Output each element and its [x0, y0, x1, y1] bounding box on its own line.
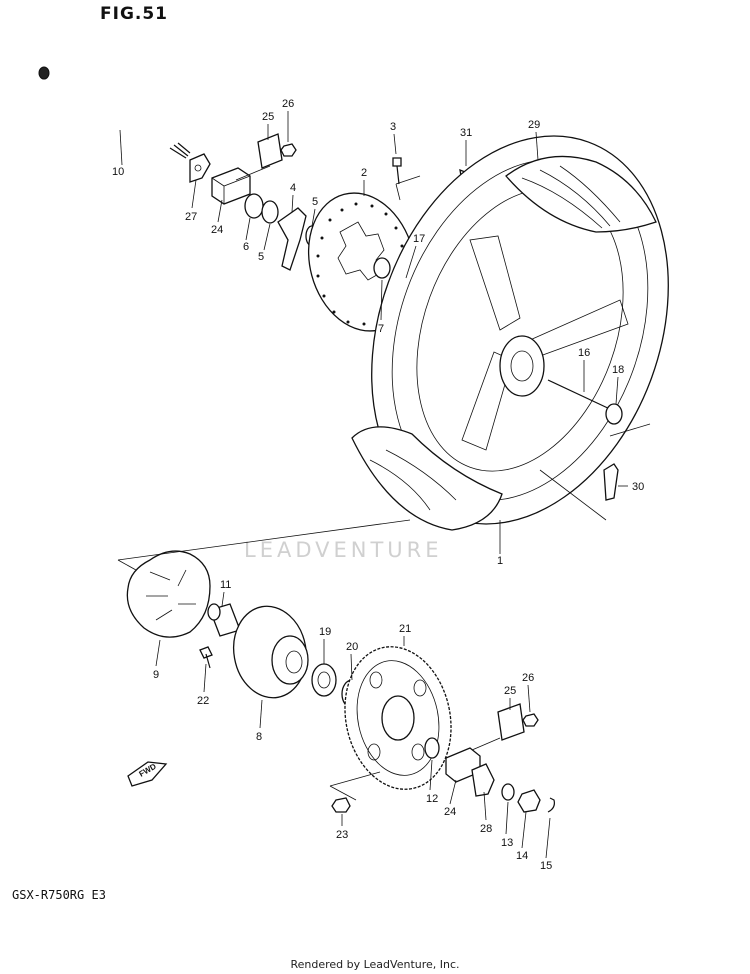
- callout-25-lower: 25: [504, 685, 516, 697]
- callout-16: 16: [578, 347, 590, 359]
- nut-top: [280, 143, 297, 157]
- castle-nut: [517, 789, 541, 813]
- nut-23: [331, 797, 351, 813]
- tire-top: [505, 155, 657, 233]
- callout-28: 28: [480, 823, 492, 835]
- callout-14: 14: [516, 850, 528, 862]
- bearing: [311, 663, 337, 697]
- callout-26-lower: 26: [522, 672, 534, 684]
- callout-31: 31: [460, 127, 472, 139]
- damper-cushion: [126, 550, 211, 638]
- callout-15: 15: [540, 860, 552, 872]
- caliper-bracket: [277, 207, 307, 271]
- callout-24: 24: [211, 224, 223, 236]
- callout-11: 11: [220, 579, 231, 591]
- rear-wheel: [371, 135, 669, 525]
- nut-26-lower: [522, 713, 539, 727]
- footer-credit: Rendered by LeadVenture, Inc.: [290, 958, 460, 971]
- chain-adjuster-plate: [189, 153, 211, 183]
- callout-7: 7: [378, 323, 384, 335]
- callout-23: 23: [336, 829, 348, 841]
- callout-1: 1: [497, 555, 503, 567]
- callout-5: 5: [312, 196, 318, 208]
- valve: [603, 463, 619, 501]
- callout-9: 9: [153, 669, 159, 681]
- callout-24-lower: 24: [444, 806, 456, 818]
- rear-sprocket: [344, 646, 452, 790]
- callout-12: 12: [426, 793, 438, 805]
- callout-8: 8: [256, 731, 262, 743]
- callout-2: 2: [361, 167, 367, 179]
- callout-4: 4: [290, 182, 296, 194]
- fwd-arrow-icon: [127, 761, 168, 787]
- adjuster-lower: [497, 703, 525, 741]
- tire-bottom: [351, 426, 503, 531]
- callout-18: 18: [612, 364, 624, 376]
- callout-17: 17: [413, 233, 425, 245]
- model-label: GSX-R750RG E3: [12, 888, 106, 902]
- callout-3: 3: [390, 121, 396, 133]
- adjuster-block-top: [211, 167, 251, 205]
- adjuster-plate-lower: [471, 763, 495, 797]
- callout-labels: 1 2 3 4 5 6 7 8 9 10 11 12 13 14 15 16 1…: [112, 98, 644, 872]
- callout-19: 19: [319, 626, 331, 638]
- callout-6: 6: [243, 241, 249, 253]
- disc-bolt: [392, 157, 402, 167]
- adjuster-top: [257, 133, 283, 169]
- callout-29: 29: [528, 119, 540, 131]
- callout-26: 26: [282, 98, 294, 110]
- callout-27: 27: [185, 211, 197, 223]
- axle: [38, 66, 191, 160]
- spacer: [244, 193, 264, 219]
- callout-10: 10: [112, 166, 124, 178]
- bolt-22: [199, 646, 213, 659]
- callout-5-lower: 5: [258, 251, 264, 263]
- callout-20: 20: [346, 641, 358, 653]
- callout-13: 13: [501, 837, 513, 849]
- watermark: LEADVENTURE: [244, 538, 443, 562]
- callout-25: 25: [262, 111, 274, 123]
- callout-22: 22: [197, 695, 209, 707]
- callout-21: 21: [399, 623, 411, 635]
- callout-30: 30: [632, 481, 644, 493]
- figure-title: FIG.51: [100, 4, 169, 24]
